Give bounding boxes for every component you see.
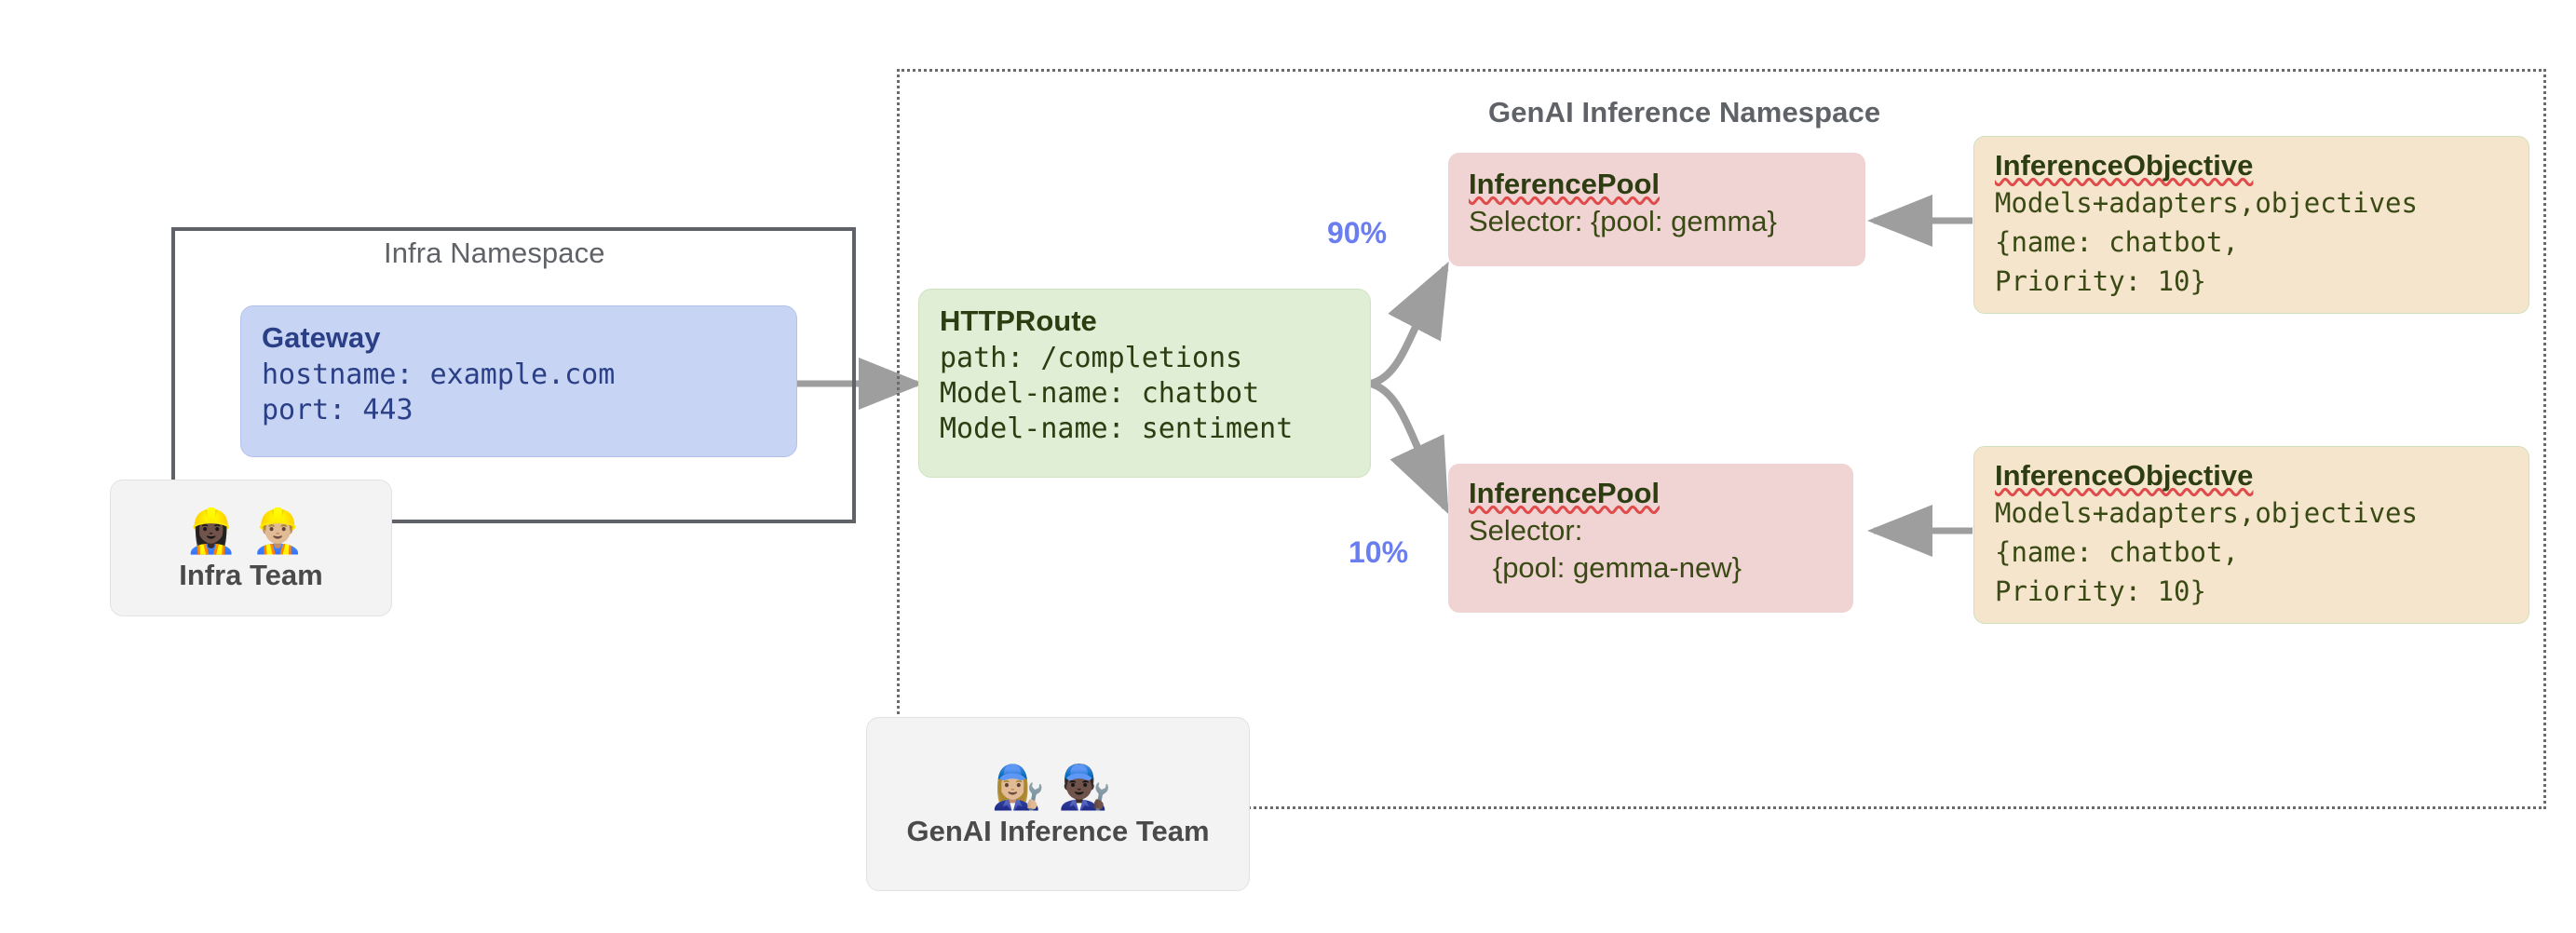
- inference-pool-title: InferencePool: [1469, 477, 1660, 509]
- gateway-port: port: 443: [262, 394, 414, 426]
- genai-team-card[interactable]: 👩🏼‍🔧👨🏿‍🔧 GenAI Inference Team: [866, 717, 1250, 891]
- weight-label-10: 10%: [1349, 535, 1409, 569]
- infra-namespace-title: Infra Namespace: [384, 237, 605, 269]
- inference-pool-card-gemma-new[interactable]: InferencePool Selector: {pool: gemma-new…: [1448, 464, 1853, 613]
- genai-namespace-title: GenAI Inference Namespace: [1488, 96, 1881, 128]
- inference-objective-card-bottom[interactable]: InferenceObjective Models+adapters,objec…: [1973, 446, 2529, 624]
- inference-pool-selector: Selector: {pool: gemma}: [1469, 205, 1777, 237]
- inference-objective-line-3: Priority: 10}: [1995, 575, 2206, 607]
- inference-objective-line-3: Priority: 10}: [1995, 265, 2206, 297]
- inference-pool-title: InferencePool: [1469, 168, 1660, 200]
- inference-pool-selector-value: {pool: gemma-new}: [1469, 551, 1742, 584]
- gateway-hostname: hostname: example.com: [262, 358, 616, 391]
- mechanic-worker-icons: 👩🏼‍🔧👨🏿‍🔧: [991, 761, 1125, 812]
- inference-objective-title: InferenceObjective: [1995, 149, 2254, 182]
- inference-objective-line-1: Models+adapters,objectives: [1995, 187, 2418, 219]
- inference-pool-card-gemma[interactable]: InferencePool Selector: {pool: gemma}: [1448, 153, 1865, 266]
- httproute-path: path: /completions: [940, 342, 1243, 374]
- construction-worker-icons: 👷🏿‍♀️👷🏼‍♂️: [184, 505, 318, 556]
- infra-namespace-boundary: [171, 227, 856, 523]
- inference-objective-line-2: {name: chatbot,: [1995, 226, 2239, 258]
- gateway-card[interactable]: Gateway hostname: example.com port: 443: [240, 305, 797, 457]
- inference-pool-selector: Selector:: [1469, 514, 1583, 547]
- inference-objective-line-2: {name: chatbot,: [1995, 536, 2239, 568]
- httproute-card[interactable]: HTTPRoute path: /completions Model-name:…: [918, 289, 1371, 478]
- gateway-title: Gateway: [262, 321, 381, 354]
- genai-namespace-boundary: [897, 69, 2546, 809]
- genai-team-label: GenAI Inference Team: [906, 814, 1210, 847]
- inference-objective-card-top[interactable]: InferenceObjective Models+adapters,objec…: [1973, 136, 2529, 314]
- httproute-model-name-2: Model-name: sentiment: [940, 412, 1294, 445]
- httproute-model-name-1: Model-name: chatbot: [940, 377, 1260, 410]
- weight-label-90: 90%: [1327, 216, 1388, 250]
- infra-team-label: Infra Team: [179, 558, 323, 591]
- inference-objective-line-1: Models+adapters,objectives: [1995, 497, 2418, 529]
- httproute-title: HTTPRoute: [940, 304, 1097, 337]
- inference-objective-title: InferenceObjective: [1995, 459, 2254, 492]
- infra-team-card[interactable]: 👷🏿‍♀️👷🏼‍♂️ Infra Team: [110, 480, 392, 616]
